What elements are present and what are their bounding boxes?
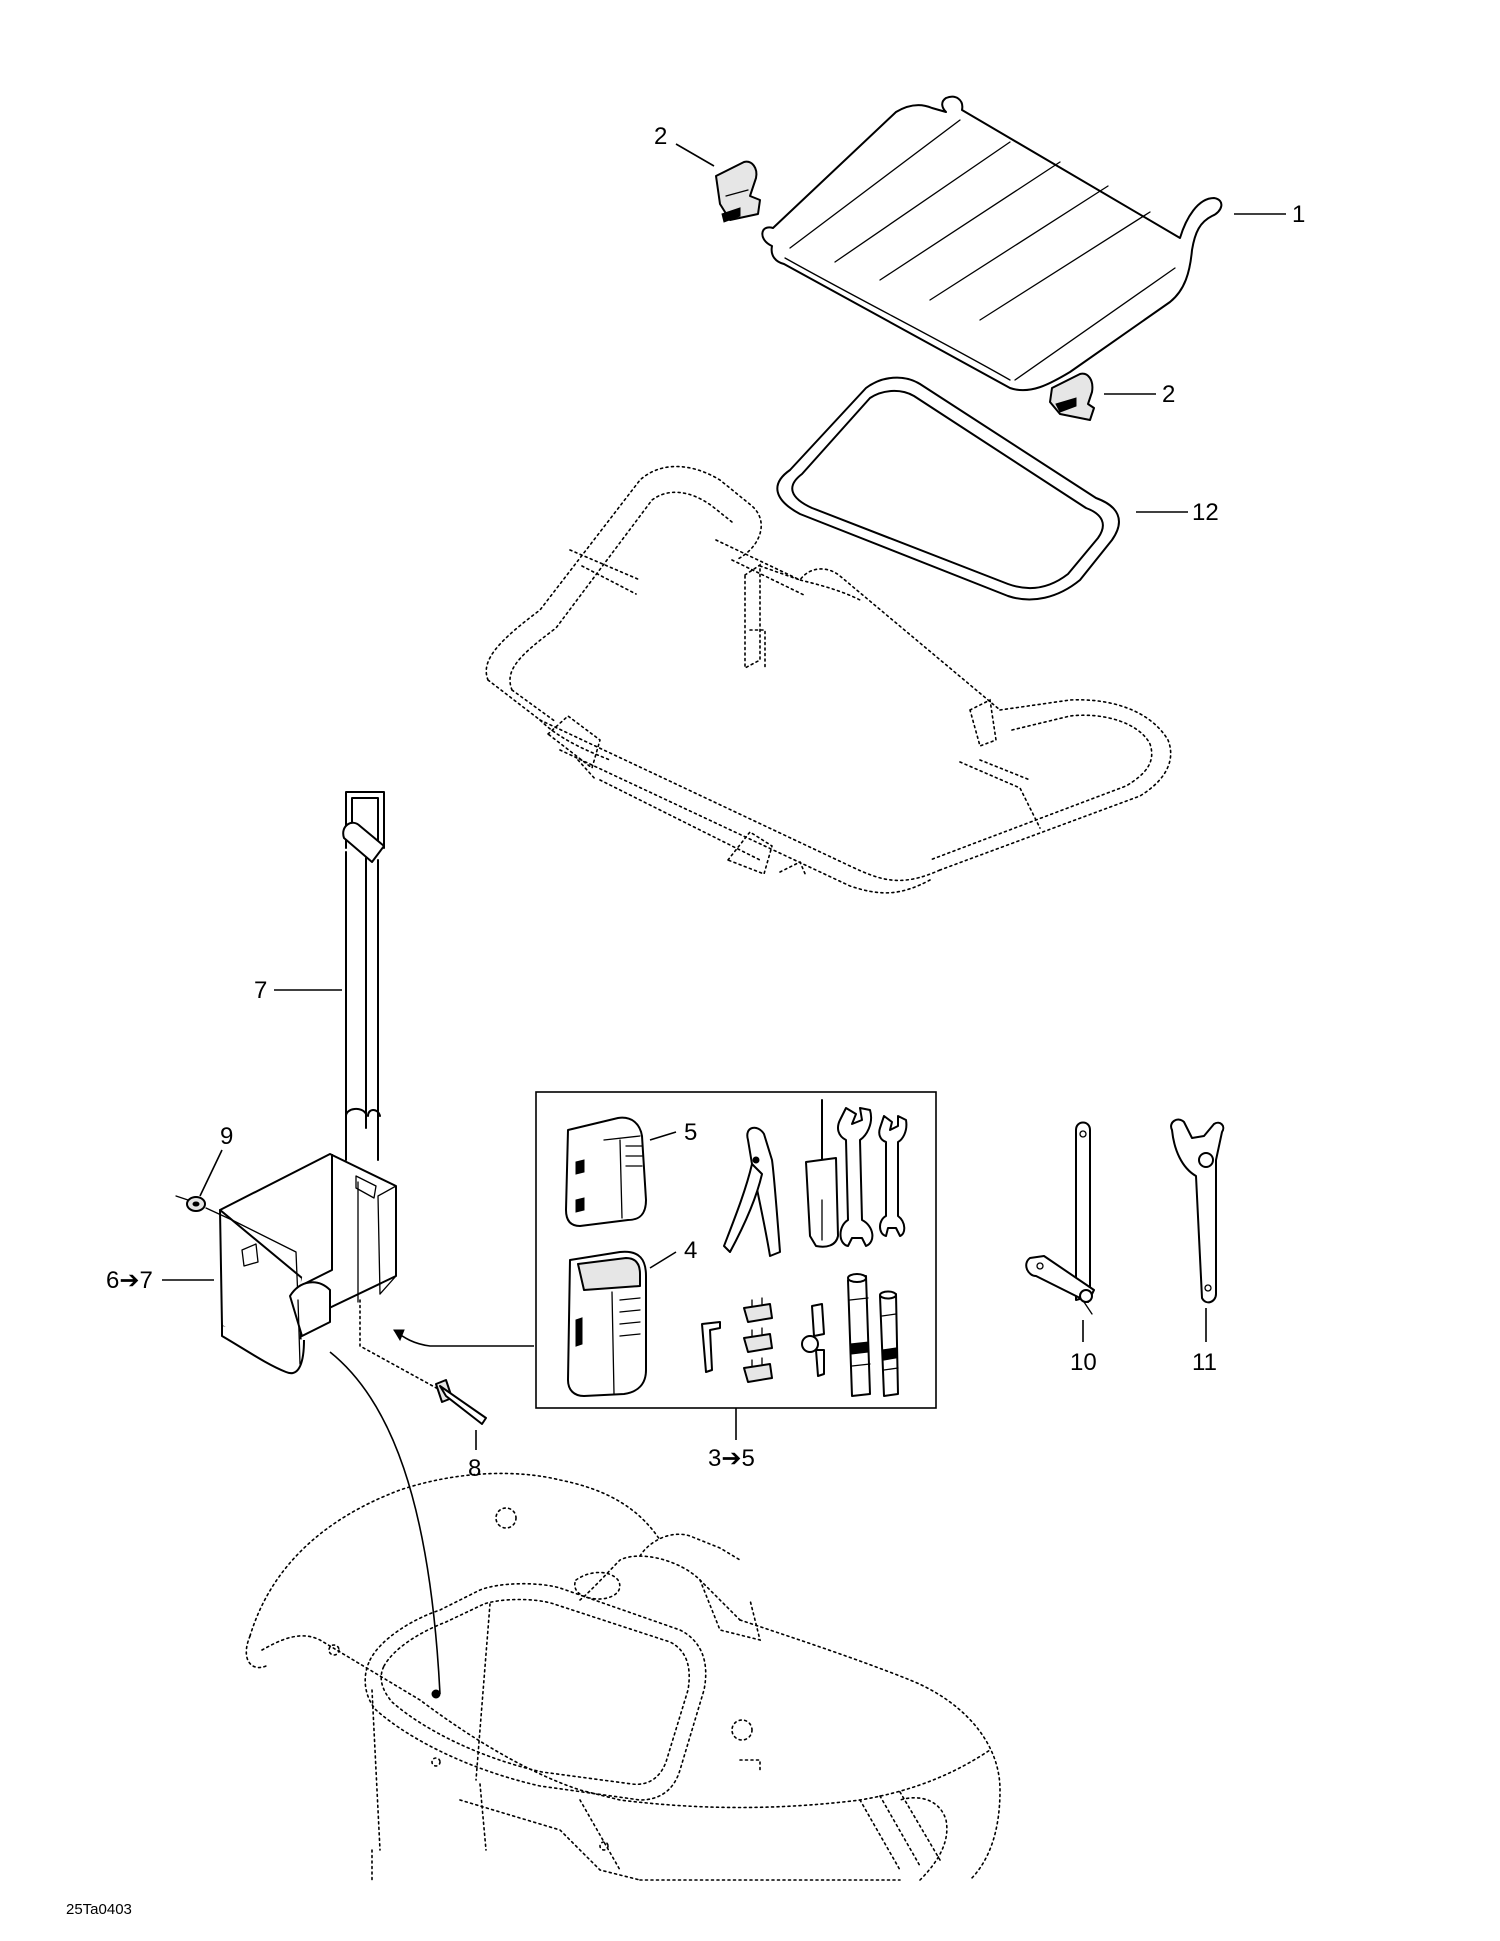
callout-7: 7: [254, 977, 267, 1004]
storage-box[interactable]: [219, 1153, 397, 1375]
seat-cushion[interactable]: [761, 95, 1223, 392]
tool-kit-pouch[interactable]: [567, 1250, 647, 1397]
seat-clip-upper[interactable]: [715, 160, 761, 223]
tool-kit-pouch-cover[interactable]: [565, 1116, 647, 1227]
callouts: 1 2 2 12 7 9 6➔7 8 5 4 3➔5 10 11 25Ta040…: [66, 123, 1305, 1918]
figure-reference: 25Ta0403: [66, 1901, 132, 1918]
callout-4: 4: [684, 1237, 697, 1264]
callout-8: 8: [468, 1455, 481, 1482]
callout-1: 1: [1292, 201, 1305, 228]
callout-11: 11: [1192, 1349, 1217, 1376]
callout-10: 10: [1070, 1349, 1097, 1376]
rivet[interactable]: [359, 1299, 487, 1425]
callout-9: 9: [220, 1123, 233, 1150]
fuse-puller-icon: [801, 1303, 825, 1377]
vehicle-body-reference: [245, 1472, 1001, 1881]
pliers-icon: [723, 1126, 781, 1257]
screwdriver-icon: [805, 1099, 839, 1248]
allen-key-icon: [701, 1321, 721, 1373]
storage-box-strap[interactable]: [342, 791, 385, 1161]
callout-2-upper: 2: [654, 123, 667, 150]
seat-frame-reference: [485, 465, 1172, 894]
wrench-large-icon: [837, 1107, 874, 1247]
fuses-icon: [743, 1297, 773, 1383]
callout-12: 12: [1192, 499, 1219, 526]
seat-gasket[interactable]: [776, 376, 1120, 601]
socket-tube-short-icon: [879, 1290, 899, 1397]
callout-6-7: 6➔7: [106, 1267, 153, 1294]
spanner-wrench[interactable]: [1025, 1121, 1095, 1315]
callout-2-lower: 2: [1162, 381, 1175, 408]
hook-wrench[interactable]: [1170, 1118, 1225, 1304]
seat-clip-lower[interactable]: [1049, 372, 1095, 421]
callout-5: 5: [684, 1119, 697, 1146]
leader-lines: [162, 143, 1286, 1699]
callout-3-5: 3➔5: [708, 1445, 755, 1472]
socket-tube-long-icon: [847, 1273, 871, 1397]
washer[interactable]: [175, 1195, 233, 1221]
wrench-small-icon: [878, 1115, 908, 1237]
tool-kit[interactable]: [535, 1091, 937, 1409]
